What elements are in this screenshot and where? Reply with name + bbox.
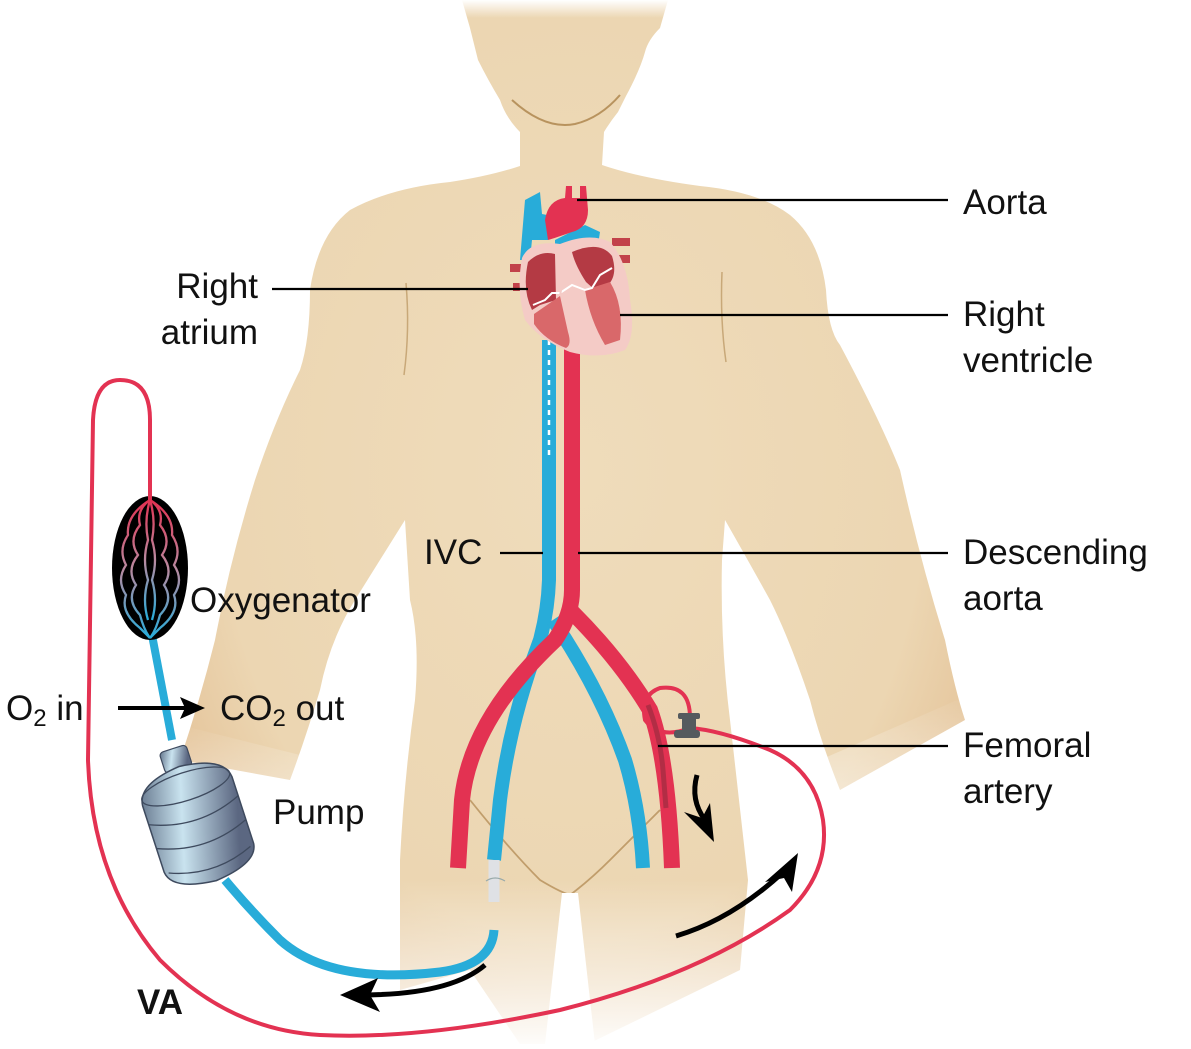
o2-subscript: 2	[33, 705, 47, 732]
label-right-atrium-line2: atrium	[160, 313, 258, 352]
label-o2-in: O2 in	[6, 686, 84, 732]
superior-vena-cava	[520, 192, 552, 260]
femoral-arterial-cannula	[645, 704, 669, 809]
o2-main: O	[6, 689, 34, 728]
femoral-connector	[674, 713, 700, 738]
co2-subscript: 2	[272, 705, 286, 732]
label-va-mode: VA	[137, 983, 184, 1022]
flow-arrow-return-icon	[675, 873, 782, 939]
armpit-line-right	[720, 271, 727, 363]
label-femoral-artery-line1: Femoral	[963, 726, 1092, 765]
venous-drainage-tubing	[221, 877, 499, 980]
flow-arrow-venous-icon	[359, 963, 487, 998]
left-atrium-chamber	[572, 246, 615, 290]
label-pump: Pump	[273, 793, 365, 832]
pump	[141, 744, 255, 885]
left-ventricle-chamber	[585, 282, 621, 345]
chin-line	[511, 94, 621, 126]
leader-lines	[272, 198, 948, 748]
vessels	[450, 340, 680, 902]
label-right-ventricle-line1: Right	[963, 295, 1045, 334]
label-right-ventricle-line2: ventricle	[963, 341, 1094, 380]
oxygenator	[112, 488, 188, 640]
label-femoral-artery: Femoral artery	[963, 723, 1091, 815]
label-right-atrium: Right atrium	[140, 264, 258, 356]
flow-arrow-femoral-icon	[692, 774, 708, 822]
flow-arrows	[118, 697, 798, 1012]
o2-rest: in	[46, 689, 84, 728]
co2-rest: out	[285, 689, 345, 728]
label-ivc: IVC	[424, 533, 483, 572]
label-oxygenator: Oxygenator	[190, 581, 371, 620]
armpit-line-left	[403, 282, 409, 376]
right-iliac-vein	[547, 616, 650, 869]
arterial-return-tubing	[85, 377, 826, 1038]
label-aorta: Aorta	[963, 183, 1047, 222]
label-right-atrium-line1: Right	[176, 267, 258, 306]
oxygenator-to-pump-tubing	[148, 634, 176, 741]
label-descending-aorta-line2: aorta	[963, 579, 1043, 618]
label-descending-aorta: Descending aorta	[963, 530, 1148, 622]
label-descending-aorta-line1: Descending	[963, 533, 1148, 572]
label-femoral-artery-line2: artery	[963, 772, 1053, 811]
label-co2-out: CO2 out	[220, 686, 344, 732]
descending-aorta	[450, 340, 580, 869]
co2-main: CO	[220, 689, 273, 728]
label-right-ventricle: Right ventricle	[963, 292, 1093, 384]
right-ventricle-chamber	[534, 296, 570, 348]
